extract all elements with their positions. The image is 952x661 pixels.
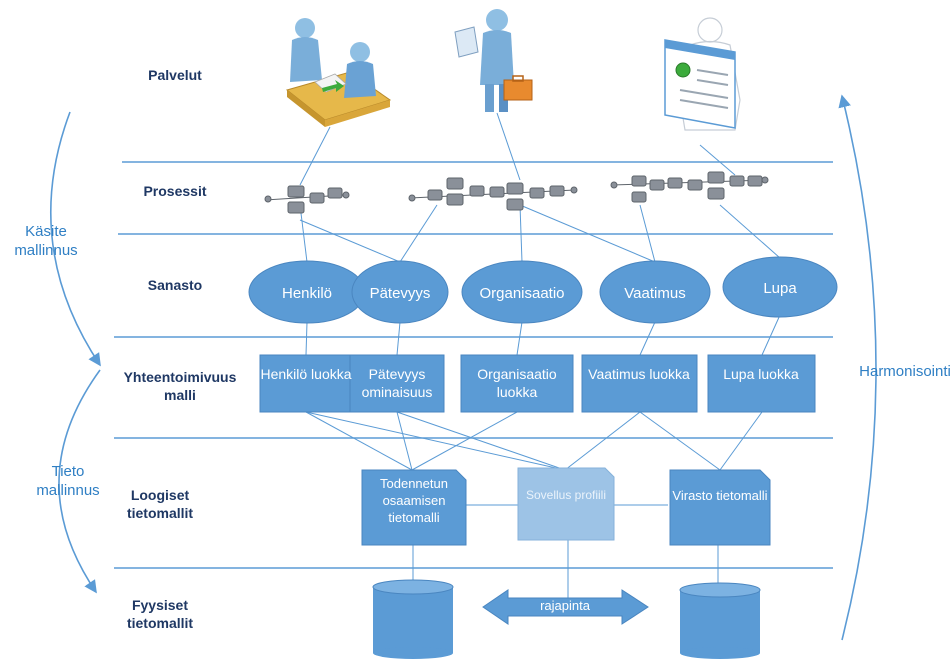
vocabulary-ellipses (248, 256, 838, 324)
interop-label-vaatimus: Vaatimus luokka (588, 366, 690, 382)
side-label-data-modelling: Tieto mallinnus (36, 463, 100, 499)
connector-lines (299, 112, 781, 600)
interop-label-henkilo: Henkilö luokka (260, 366, 352, 382)
side-label-concept-modelling: Käsite mallinnus (14, 223, 78, 259)
layer-label-vocabulary: Sanasto (147, 277, 203, 293)
data-modelling-arc (58, 369, 101, 594)
vocabulary-ellipse-patevyys (351, 260, 449, 324)
layer-label-logical-models: Loogiset tietomallit (126, 487, 194, 521)
process-flow-icon (610, 171, 769, 203)
vocabulary-label-patevyys: Pätevyys (369, 285, 431, 302)
side-label-harmonisation: Harmonisointi (859, 363, 951, 380)
interop-boxes (259, 354, 816, 413)
vocabulary-label-vaatimus: Vaatimus (624, 285, 686, 302)
logical-label-middle: Sovellus profiili (525, 488, 607, 502)
interop-label-organisaatio: Organisaatio luokka (477, 366, 557, 400)
database-icon (372, 579, 454, 659)
interop-label-patevyys: Pätevyys ominaisuus (361, 366, 433, 400)
concept-modelling-arc (50, 111, 101, 367)
interface-label: rajapinta (540, 598, 590, 613)
layer-label-services: Palvelut (148, 67, 202, 83)
logical-model-middle-shape (517, 467, 615, 541)
vocabulary-label-organisaatio: Organisaatio (479, 285, 565, 302)
database-icon (679, 582, 761, 659)
vocabulary-ellipse-vaatimus (599, 260, 711, 324)
interop-label-lupa: Lupa luokka (723, 366, 799, 382)
meeting-people-icon (285, 18, 392, 127)
vocabulary-ellipse-lupa (722, 256, 838, 318)
process-flow-icon (408, 177, 578, 211)
interface-arrow (482, 589, 649, 625)
logical-label-right: Virasto tietomalli (672, 488, 768, 503)
logical-model-left-shape (361, 469, 467, 546)
harmonisation-arc (838, 94, 877, 641)
logical-model-right-shape (669, 469, 771, 546)
vocabulary-label-lupa: Lupa (763, 280, 797, 297)
web-application-icon (664, 17, 741, 131)
logical-label-left: Todennetun osaamisen tietomalli (380, 476, 448, 525)
person-briefcase-icon (454, 9, 533, 112)
layer-label-processes: Prosessit (143, 183, 207, 199)
vocabulary-label-henkilo: Henkilö (281, 285, 333, 302)
layer-label-interoperability: Yhteentoimivuus malli (123, 369, 237, 403)
process-flow-icon (264, 185, 350, 214)
layer-separators (114, 161, 833, 569)
layer-label-physical-models: Fyysiset tietomallit (126, 597, 194, 631)
vocabulary-ellipse-organisaatio (461, 260, 583, 324)
